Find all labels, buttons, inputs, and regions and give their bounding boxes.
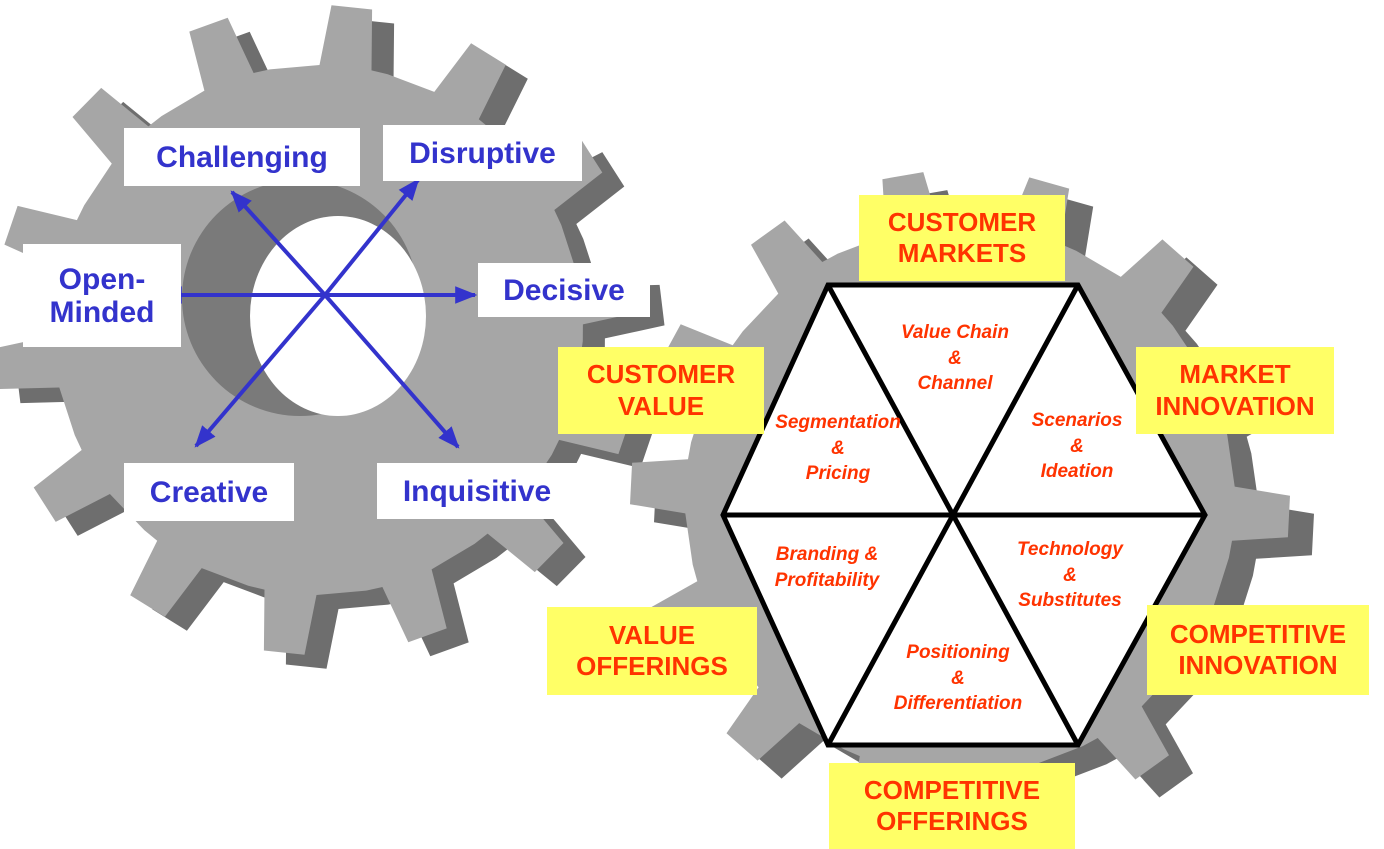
segment-value-chain: Value Chain & Channel (900, 322, 1010, 395)
segment-technology: Technology & Substitutes (1017, 539, 1123, 612)
label-customer-markets: CUSTOMER MARKETS (859, 195, 1065, 281)
segment-positioning: Positioning & Differentiation (893, 642, 1023, 715)
label-decisive: Decisive (478, 263, 650, 317)
segment-branding: Branding & Profitability (774, 544, 880, 591)
arrow-challenging (230, 190, 327, 297)
label-disruptive: Disruptive (383, 125, 582, 181)
label-customer-value: CUSTOMER VALUE (558, 347, 764, 434)
arrows (159, 178, 478, 449)
arrow-disruptive (323, 178, 420, 297)
label-market-innovation: MARKET INNOVATION (1136, 347, 1334, 434)
label-inquisitive: Inquisitive (377, 463, 577, 519)
label-creative: Creative (124, 463, 294, 521)
segment-scenarios: Scenarios & Ideation (1031, 410, 1123, 483)
label-value-offerings: VALUE OFFERINGS (547, 607, 757, 695)
left-gear-hole (182, 180, 426, 416)
label-competitive-offerings: COMPETITIVE OFFERINGS (829, 763, 1075, 849)
arrow-creative (194, 293, 327, 448)
label-challenging: Challenging (124, 128, 360, 186)
label-open-minded: Open- Minded (23, 244, 181, 347)
segment-segmentation: Segmentation & Pricing (775, 412, 901, 485)
label-competitive-innovation: COMPETITIVE INNOVATION (1147, 605, 1369, 695)
arrow-inquisitive (323, 293, 460, 449)
hexagon-dividers (723, 283, 1205, 747)
